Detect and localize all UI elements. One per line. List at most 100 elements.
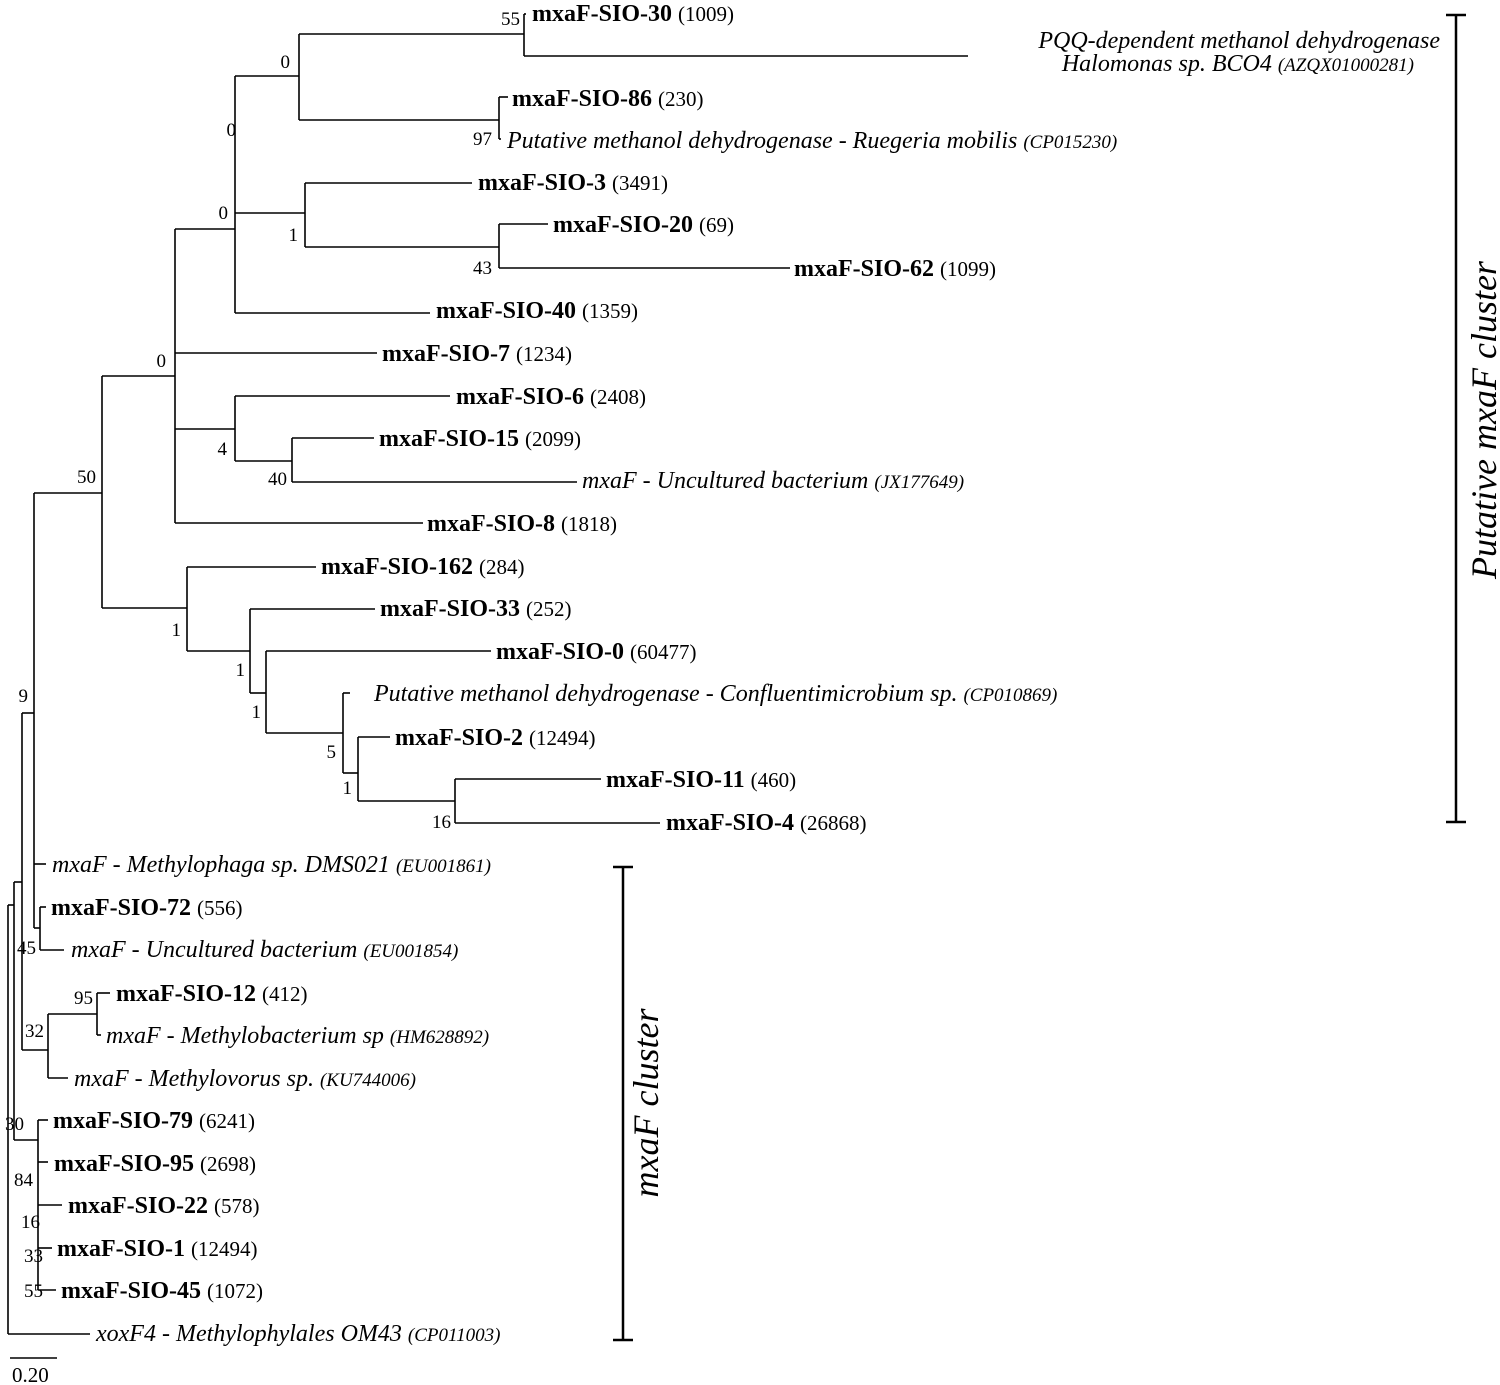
leaf-count: (284) — [479, 555, 525, 579]
mxaf-cluster-label: mxaF cluster — [626, 1008, 666, 1198]
bootstrap-value: 50 — [77, 467, 96, 488]
leaf-label: mxaF-SIO-0 (60477) — [496, 639, 697, 665]
leaf-accession: (AZQX01000281) — [1278, 55, 1414, 76]
bootstrap-value: 95 — [74, 988, 93, 1009]
scale-bar-label: 0.20 — [12, 1363, 49, 1385]
leaf-label: mxaF-SIO-8 (1818) — [427, 511, 617, 537]
leaf-count: (252) — [526, 597, 572, 621]
leaf-name: mxaF-SIO-20 — [553, 212, 699, 238]
leaf-label: mxaF-SIO-6 (2408) — [456, 384, 646, 410]
bootstrap-value: 16 — [21, 1212, 40, 1233]
bootstrap-value: 1 — [172, 620, 182, 641]
leaf-label: mxaF-SIO-4 (26868) — [666, 810, 867, 836]
bootstrap-value: 43 — [473, 258, 492, 279]
putative-cluster-label: Putative mxaF cluster — [1464, 260, 1500, 580]
leaf-label-line2: Halomonas sp. BCO4 (AZQX01000281) — [1061, 51, 1414, 77]
putative-cluster-bracket — [1446, 13, 1466, 824]
leaf-name: mxaF-SIO-3 — [478, 170, 612, 196]
leaf-accession: (EU001854) — [363, 941, 458, 962]
leaf-species: Halomonas sp. BCO4 — [1061, 51, 1278, 77]
leaf-accession: (CP010869) — [963, 685, 1057, 706]
leaf-label: Putative methanol dehydrogenase - Rueger… — [506, 128, 1117, 154]
leaf-name: mxaF - Methylophaga sp. DMS021 — [52, 852, 396, 878]
leaf-label: mxaF - Uncultured bacterium (EU001854) — [71, 937, 458, 963]
leaf-name: mxaF-SIO-11 — [606, 767, 751, 793]
leaf-name: mxaF - Uncultured bacterium — [71, 937, 363, 963]
leaf-label: mxaF-SIO-2 (12494) — [395, 725, 596, 751]
leaf-count: (2408) — [590, 385, 646, 409]
bootstrap-value: 0 — [281, 52, 291, 73]
bootstrap-value: 4 — [218, 439, 228, 460]
bootstrap-value: 1 — [252, 702, 262, 723]
leaf-name: mxaF-SIO-30 — [532, 1, 678, 27]
leaf-name: mxaF-SIO-45 — [61, 1278, 207, 1304]
leaf-label: mxaF-SIO-62 (1099) — [794, 256, 996, 282]
leaf-name: mxaF-SIO-79 — [53, 1108, 199, 1134]
bootstrap-value: 33 — [24, 1246, 43, 1267]
leaf-count: (2099) — [525, 427, 581, 451]
leaf-count: (60477) — [630, 640, 697, 664]
leaf-label: mxaF-SIO-15 (2099) — [379, 426, 581, 452]
bootstrap-value: 9 — [19, 686, 29, 707]
leaf-label: mxaF - Methylobacterium sp (HM628892) — [106, 1023, 489, 1049]
leaf-count: (69) — [699, 213, 734, 237]
bootstrap-value: 1 — [236, 660, 246, 681]
leaf-name: mxaF-SIO-86 — [512, 86, 658, 112]
bootstrap-value: 45 — [17, 938, 36, 959]
leaf-label: mxaF-SIO-95 (2698) — [54, 1151, 256, 1177]
leaf-accession: (CP011003) — [408, 1325, 501, 1346]
bootstrap-value: 16 — [432, 812, 451, 833]
leaf-name: mxaF - Uncultured bacterium — [582, 468, 874, 494]
bootstrap-value: 84 — [14, 1170, 34, 1191]
leaf-name: mxaF-SIO-22 — [68, 1193, 214, 1219]
leaf-label: mxaF-SIO-12 (412) — [116, 981, 308, 1007]
leaf-accession: (EU001861) — [396, 856, 491, 877]
leaf-count: (578) — [214, 1194, 260, 1218]
bootstrap-value: 32 — [25, 1021, 44, 1042]
leaf-count: (230) — [658, 87, 704, 111]
leaf-name: mxaF - Methylobacterium sp — [106, 1023, 390, 1049]
leaf-count: (1234) — [516, 342, 572, 366]
leaf-label: mxaF-SIO-1 (12494) — [57, 1236, 258, 1262]
leaf-count: (1359) — [582, 299, 638, 323]
leaf-name: mxaF-SIO-33 — [380, 596, 526, 622]
leaf-label: mxaF-SIO-3 (3491) — [478, 170, 668, 196]
leaf-accession: (HM628892) — [390, 1027, 489, 1048]
leaf-label: mxaF-SIO-79 (6241) — [53, 1108, 255, 1134]
leaf-count: (6241) — [199, 1109, 255, 1133]
leaf-name: mxaF-SIO-4 — [666, 810, 800, 836]
leaf-count: (556) — [197, 896, 243, 920]
leaf-name: mxaF-SIO-7 — [382, 341, 516, 367]
bootstrap-value: 40 — [268, 469, 287, 490]
leaf-count: (2698) — [200, 1152, 256, 1176]
leaf-label: xoxF4 - Methylophylales OM43 (CP011003) — [95, 1321, 500, 1347]
leaf-name: mxaF-SIO-40 — [436, 298, 582, 324]
bootstrap-value: 1 — [343, 778, 353, 799]
leaf-label-line1: PQQ-dependent methanol dehydrogenase — [1037, 28, 1440, 54]
leaf-name: xoxF4 - Methylophylales OM43 — [95, 1321, 408, 1347]
mxaf-cluster-bracket — [613, 865, 633, 1342]
bootstrap-value: 0 — [227, 120, 237, 141]
leaf-name: mxaF-SIO-95 — [54, 1151, 200, 1177]
leaf-label: mxaF-SIO-72 (556) — [51, 895, 243, 921]
leaf-label: mxaF-SIO-86 (230) — [512, 86, 704, 112]
leaf-accession: (KU744006) — [320, 1070, 416, 1091]
leaf-count: (26868) — [800, 811, 867, 835]
leaf-count: (12494) — [529, 726, 596, 750]
leaf-count: (1072) — [207, 1279, 263, 1303]
leaf-accession: (CP015230) — [1023, 132, 1117, 153]
leaf-labels: mxaF-SIO-30 (1009)PQQ-dependent methanol… — [51, 1, 1440, 1347]
leaf-name: mxaF-SIO-72 — [51, 895, 197, 921]
leaf-name: mxaF-SIO-2 — [395, 725, 529, 751]
leaf-name: mxaF-SIO-0 — [496, 639, 630, 665]
leaf-count: (412) — [262, 982, 308, 1006]
leaf-label: mxaF-SIO-162 (284) — [321, 554, 525, 580]
leaf-count: (460) — [751, 768, 797, 792]
bootstrap-value: 0 — [219, 203, 229, 224]
leaf-label: mxaF - Methylovorus sp. (KU744006) — [74, 1066, 416, 1092]
bootstrap-value: 0 — [157, 351, 167, 372]
bootstrap-value: 1 — [289, 225, 299, 246]
leaf-name: mxaF - Methylovorus sp. — [74, 1066, 320, 1092]
leaf-name: mxaF-SIO-15 — [379, 426, 525, 452]
